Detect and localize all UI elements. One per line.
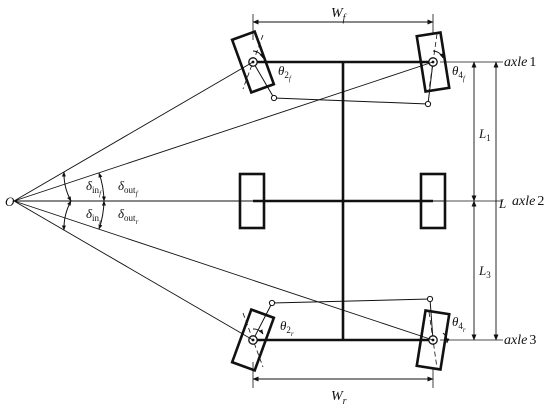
delta-in-r-label: δinr: [86, 206, 102, 226]
theta2r-arc: [252, 328, 264, 335]
delta-out-r-arc: [98, 200, 106, 230]
wheel-rear-right: [415, 308, 451, 372]
rear-steering-linkage: [252, 295, 434, 341]
wr-dimension: [252, 362, 434, 388]
delta-in-f-label: δinf: [86, 178, 102, 198]
origin-label: O: [5, 194, 15, 209]
wheel-front-left: [230, 29, 276, 95]
wf-label: Wf: [331, 6, 347, 24]
delta-out-r-label: δoutr: [118, 206, 139, 226]
theta4f-label: θ4f: [452, 63, 466, 83]
theta4r-label: θ4r: [452, 314, 466, 334]
theta4r-arc: [442, 332, 450, 344]
delta-in-r-arc: [61, 200, 72, 231]
l1-label: L1: [478, 126, 491, 143]
axle-extension-lines: [440, 61, 503, 341]
wf-dimension: [252, 14, 434, 40]
theta2r-label: θ2r: [280, 318, 294, 338]
front-steering-linkage: [252, 61, 434, 108]
delta-in-f-arc: [61, 171, 72, 202]
wr-label: Wr: [331, 389, 347, 406]
delta-out-f-label: δoutf: [118, 178, 139, 198]
wheel-rear-left: [230, 307, 276, 373]
theta2f-label: θ2f: [278, 63, 292, 83]
wheel-front-right: [415, 30, 451, 94]
l3-label: L3: [478, 263, 491, 280]
turning-rays: [13, 61, 445, 341]
l-label: L: [498, 196, 506, 211]
theta2f-arc: [252, 50, 264, 59]
theta4f-arc: [432, 50, 444, 59]
